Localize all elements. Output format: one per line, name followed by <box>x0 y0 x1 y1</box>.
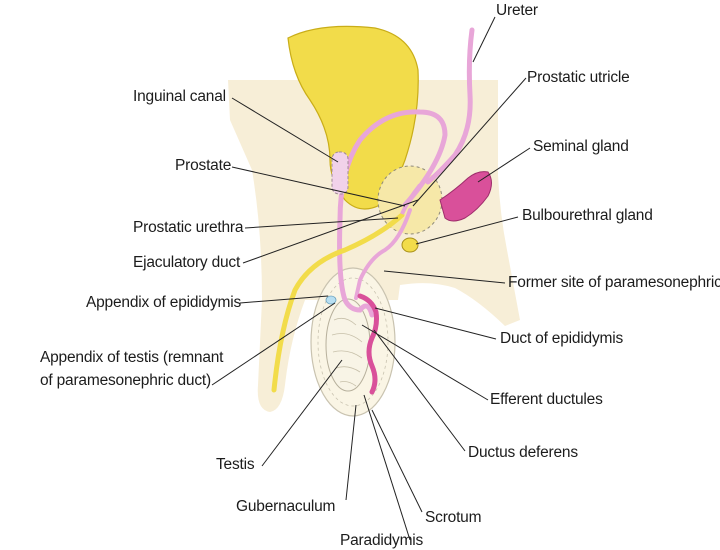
bulbourethral-gland-shape <box>401 237 419 253</box>
scrotum-inner <box>317 277 389 407</box>
leader-bulbourethral <box>415 216 519 245</box>
leader-prostatic-utricle <box>412 77 527 207</box>
leader-duct-epididymis <box>374 307 497 340</box>
label-efferent-ductules: Efferent ductules <box>490 391 603 408</box>
leader-appendix-testis <box>211 302 336 386</box>
label-inguinal-canal: Inguinal canal <box>133 88 226 105</box>
label-ureter: Ureter <box>496 2 538 19</box>
testis-texture <box>331 317 363 387</box>
label-ductus-deferens: Ductus deferens <box>468 444 578 461</box>
leader-testis <box>261 359 343 467</box>
label-appendix-of-testis-1: Appendix of testis (remnant <box>40 349 224 366</box>
epididymis-duct <box>357 293 379 395</box>
leader-gubernaculum <box>345 404 357 501</box>
label-prostate: Prostate <box>175 157 232 174</box>
label-scrotum: Scrotum <box>425 509 482 526</box>
ureter-duct <box>425 27 475 185</box>
label-duct-of-epididymis: Duct of epididymis <box>500 330 624 347</box>
label-bulbourethral-gland: Bulbourethral gland <box>522 207 653 224</box>
label-testis: Testis <box>216 456 255 473</box>
leader-prostate <box>231 166 406 207</box>
leader-former-site <box>383 270 506 284</box>
leader-appendix-epididymis <box>239 295 329 304</box>
label-appendix-of-testis-2: of paramesonephric duct) <box>40 372 211 389</box>
leader-ejaculatory <box>242 199 419 264</box>
label-paradidymis: Paradidymis <box>340 532 424 549</box>
label-former-site-paramesonephric: Former site of paramesonephric <box>508 274 720 291</box>
inguinal-canal <box>331 151 349 195</box>
label-prostatic-urethra: Prostatic urethra <box>133 219 244 236</box>
label-prostatic-utricle: Prostatic utricle <box>527 69 630 86</box>
ejaculatory-duct-shape <box>400 183 422 215</box>
leader-scrotum <box>371 409 423 513</box>
urethra <box>271 212 405 393</box>
leader-inguinal <box>231 97 339 163</box>
leader-ductus <box>373 329 466 452</box>
label-ejaculatory-duct: Ejaculatory duct <box>133 254 241 271</box>
leader-seminal-gland <box>477 147 531 183</box>
label-appendix-of-epididymis: Appendix of epididymis <box>86 294 241 311</box>
leader-paradidymis <box>363 394 411 540</box>
leader-lines <box>211 16 531 540</box>
label-gubernaculum: Gubernaculum <box>236 498 336 515</box>
seminal-gland-shape <box>439 171 492 222</box>
leader-ureter <box>472 16 496 63</box>
label-seminal-gland: Seminal gland <box>533 138 629 155</box>
testis-shape <box>325 298 371 392</box>
appendix-epididymis-shape <box>325 295 337 305</box>
leader-efferent <box>361 324 489 401</box>
former-paramesonephric-path <box>354 208 412 300</box>
leader-prostatic-urethra <box>244 217 399 229</box>
